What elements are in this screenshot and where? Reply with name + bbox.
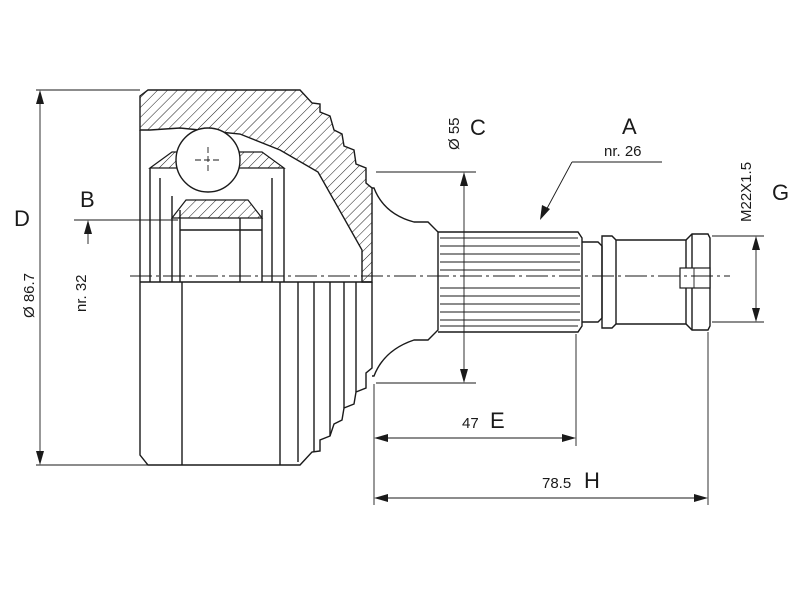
label-a: A xyxy=(622,114,637,139)
ball xyxy=(175,127,241,193)
label-h-value: 78.5 xyxy=(542,475,571,492)
race-hatched-bottom xyxy=(170,199,264,219)
spline-teeth xyxy=(440,237,580,327)
dim-a: A nr. 26 xyxy=(540,114,662,220)
dim-d-arrow-top xyxy=(36,90,44,104)
label-e-value: 47 xyxy=(462,415,479,432)
dim-c: C Ø 55 xyxy=(376,115,486,384)
housing-outline-lower xyxy=(139,130,373,466)
shaft-neck xyxy=(372,187,439,377)
dim-h-arrow-right xyxy=(694,494,708,502)
dim-h-arrow-left xyxy=(374,494,388,502)
shaft-collar xyxy=(582,241,603,323)
cotter-slot xyxy=(679,267,711,289)
dim-a-leader xyxy=(543,161,573,215)
label-g-value: M22X1.5 xyxy=(738,162,755,222)
threaded-end xyxy=(601,233,711,331)
dim-d: D Ø 86.7 xyxy=(14,89,148,466)
dim-b: B nr. 32 xyxy=(73,187,178,312)
label-d: D xyxy=(14,206,30,231)
label-c-value: Ø 55 xyxy=(446,117,463,150)
dim-a-arrow xyxy=(540,205,550,220)
bell-housing xyxy=(139,89,373,466)
dim-e: 47 E xyxy=(373,334,577,505)
dim-g-arrow-top xyxy=(752,236,760,250)
label-g: G xyxy=(772,180,789,205)
dim-e-arrow-left xyxy=(374,434,388,442)
label-b-note: nr. 32 xyxy=(73,274,90,312)
housing-hatched-section xyxy=(139,89,373,283)
dim-c-arrow-bottom xyxy=(460,369,468,383)
label-c: C xyxy=(470,115,486,140)
dim-e-arrow-right xyxy=(562,434,576,442)
label-d-value: Ø 86.7 xyxy=(21,273,38,318)
dim-h: 78.5 H xyxy=(374,332,709,505)
dim-c-arrow-top xyxy=(460,172,468,186)
label-e: E xyxy=(490,408,505,433)
dim-g-arrow-bottom xyxy=(752,308,760,322)
dim-g: G M22X1.5 xyxy=(712,162,789,323)
spline-body xyxy=(438,231,583,333)
dim-b-arrow xyxy=(84,220,92,234)
label-h: H xyxy=(584,468,600,493)
dim-d-arrow-bottom xyxy=(36,451,44,465)
label-a-note: nr. 26 xyxy=(604,143,642,160)
label-b: B xyxy=(80,187,95,212)
shaft xyxy=(372,187,711,377)
inner-race-outline xyxy=(149,168,285,282)
